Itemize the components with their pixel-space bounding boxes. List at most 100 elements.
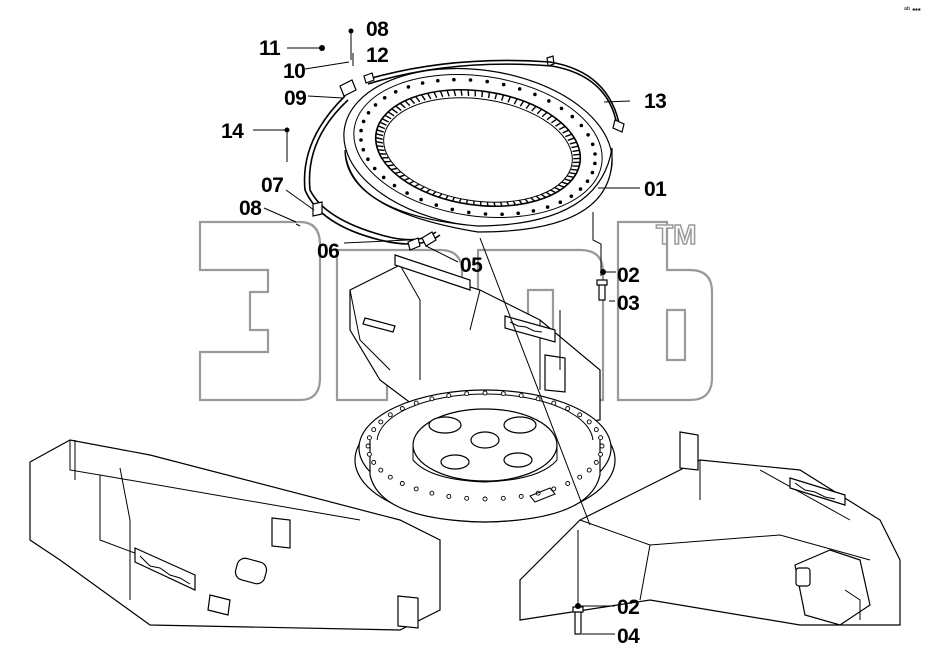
gear-tooth <box>545 191 552 196</box>
gear-tooth <box>387 164 394 167</box>
gear-tooth <box>420 94 426 101</box>
ring-bolt-hole <box>531 209 536 213</box>
undercarriage-frame <box>29 254 901 631</box>
base-bolt-hole <box>500 391 506 397</box>
base-bolt-hole <box>577 474 583 480</box>
ring-bolt-hole <box>593 161 597 166</box>
ring-bolt-hole <box>558 200 563 204</box>
base-bolt-hole <box>387 412 393 418</box>
gear-tooth <box>565 133 573 138</box>
ring-bolt-hole <box>559 106 564 111</box>
base-bolt-hole <box>366 435 372 441</box>
gear-tooth <box>487 91 491 99</box>
callout-labels: 08 11 12 10 09 13 14 01 07 08 06 05 02 0… <box>221 18 668 648</box>
base-bolt-hole <box>365 443 371 449</box>
ring-bolt-hole <box>361 119 366 124</box>
gear-tooth <box>384 114 392 120</box>
ring-bolt-hole <box>545 205 550 209</box>
gear-tooth <box>426 92 432 100</box>
gear-tooth <box>376 129 384 133</box>
gear-tooth <box>481 91 484 98</box>
base-bolt-hole <box>598 435 604 441</box>
ring-bolt-hole <box>450 207 455 212</box>
gear-tooth <box>419 186 425 191</box>
gear-tooth <box>569 172 577 175</box>
ring-bolt-hole <box>393 90 398 94</box>
slewing-base <box>354 389 616 523</box>
callout-02-upper: 02 <box>617 264 639 287</box>
base-bolt-hole <box>518 393 524 399</box>
ring-bolt-hole <box>434 203 439 207</box>
gear-tooth <box>569 141 577 145</box>
ring-bolt-hole <box>452 77 456 82</box>
base-bolt-hole <box>399 406 405 411</box>
ring-bolt-hole <box>467 210 471 215</box>
gear-tooth <box>391 108 398 114</box>
lubrication-lines <box>295 59 625 251</box>
base-bolt-hole <box>387 474 393 480</box>
ring-bolt-hole <box>517 87 522 91</box>
callout-02-lower: 02 <box>617 596 639 619</box>
callout-09: 09 <box>284 87 306 110</box>
gear-tooth <box>433 91 438 99</box>
ring-bolt-hole <box>436 78 440 83</box>
ring-bolt-hole <box>359 138 363 142</box>
gear-tooth <box>494 93 498 100</box>
ring-bolt-hole <box>366 111 371 115</box>
gear-tooth <box>446 90 450 97</box>
gear-tooth <box>500 94 505 101</box>
gear-tooth <box>561 181 569 185</box>
base-bolt-hole <box>413 400 419 406</box>
base-bolt-hole <box>399 481 405 486</box>
gear-tooth <box>445 195 449 200</box>
callout-04: 04 <box>617 625 640 648</box>
ring-bolt-hole <box>372 166 377 171</box>
ring-bolt-hole <box>366 157 370 161</box>
gear-tooth <box>550 189 557 194</box>
gear-tooth <box>394 171 401 174</box>
gear-tooth <box>555 122 562 127</box>
gear-tooth <box>453 89 457 97</box>
gear-tooth <box>567 175 575 178</box>
base-bolt-hole <box>378 467 384 473</box>
base-bolt-hole <box>518 493 524 499</box>
slewing-ring <box>343 55 613 233</box>
ring-bolt-hole <box>585 179 590 183</box>
gear-tooth <box>409 98 416 105</box>
gear-tooth <box>564 178 572 182</box>
callout-08-upper: 08 <box>366 18 389 41</box>
gear-tooth <box>519 100 525 107</box>
gear-tooth <box>535 195 541 201</box>
ring-bolt-hole <box>405 191 409 195</box>
gear-tooth <box>467 89 470 97</box>
ring-bolt-hole <box>501 82 506 87</box>
ring-bolt-hole <box>468 78 473 82</box>
gear-tooth <box>376 145 384 148</box>
gear-tooth <box>415 96 421 103</box>
bolt-assemblies <box>479 212 608 635</box>
gear-tooth <box>558 125 566 131</box>
gear-tooth <box>558 184 565 188</box>
base-bolt-hole <box>429 490 435 496</box>
ring-bolt-hole <box>361 147 366 152</box>
gear-tooth <box>499 201 503 207</box>
ring-bolt-hole <box>533 92 537 97</box>
ring-bolt-hole <box>420 81 425 85</box>
base-bolt-hole <box>413 486 419 492</box>
ring-bolt-hole <box>373 103 378 107</box>
ring-bolt-hole <box>485 79 490 84</box>
gear-tooth <box>431 191 437 196</box>
ring-bolt-hole <box>483 212 488 216</box>
ring-bolt-hole <box>359 128 363 133</box>
callout-06: 06 <box>317 240 339 263</box>
ring-bolt-hole <box>419 197 423 202</box>
base-bolt-hole <box>371 459 377 465</box>
base-bolt-hole <box>599 443 605 449</box>
base-bolt-hole <box>565 481 571 486</box>
ring-bolt-hole <box>500 212 504 217</box>
base-bolt-hole <box>551 400 557 406</box>
callout-13: 13 <box>644 90 666 113</box>
gear-tooth <box>571 145 579 149</box>
ring-bolt-hole <box>547 99 551 103</box>
